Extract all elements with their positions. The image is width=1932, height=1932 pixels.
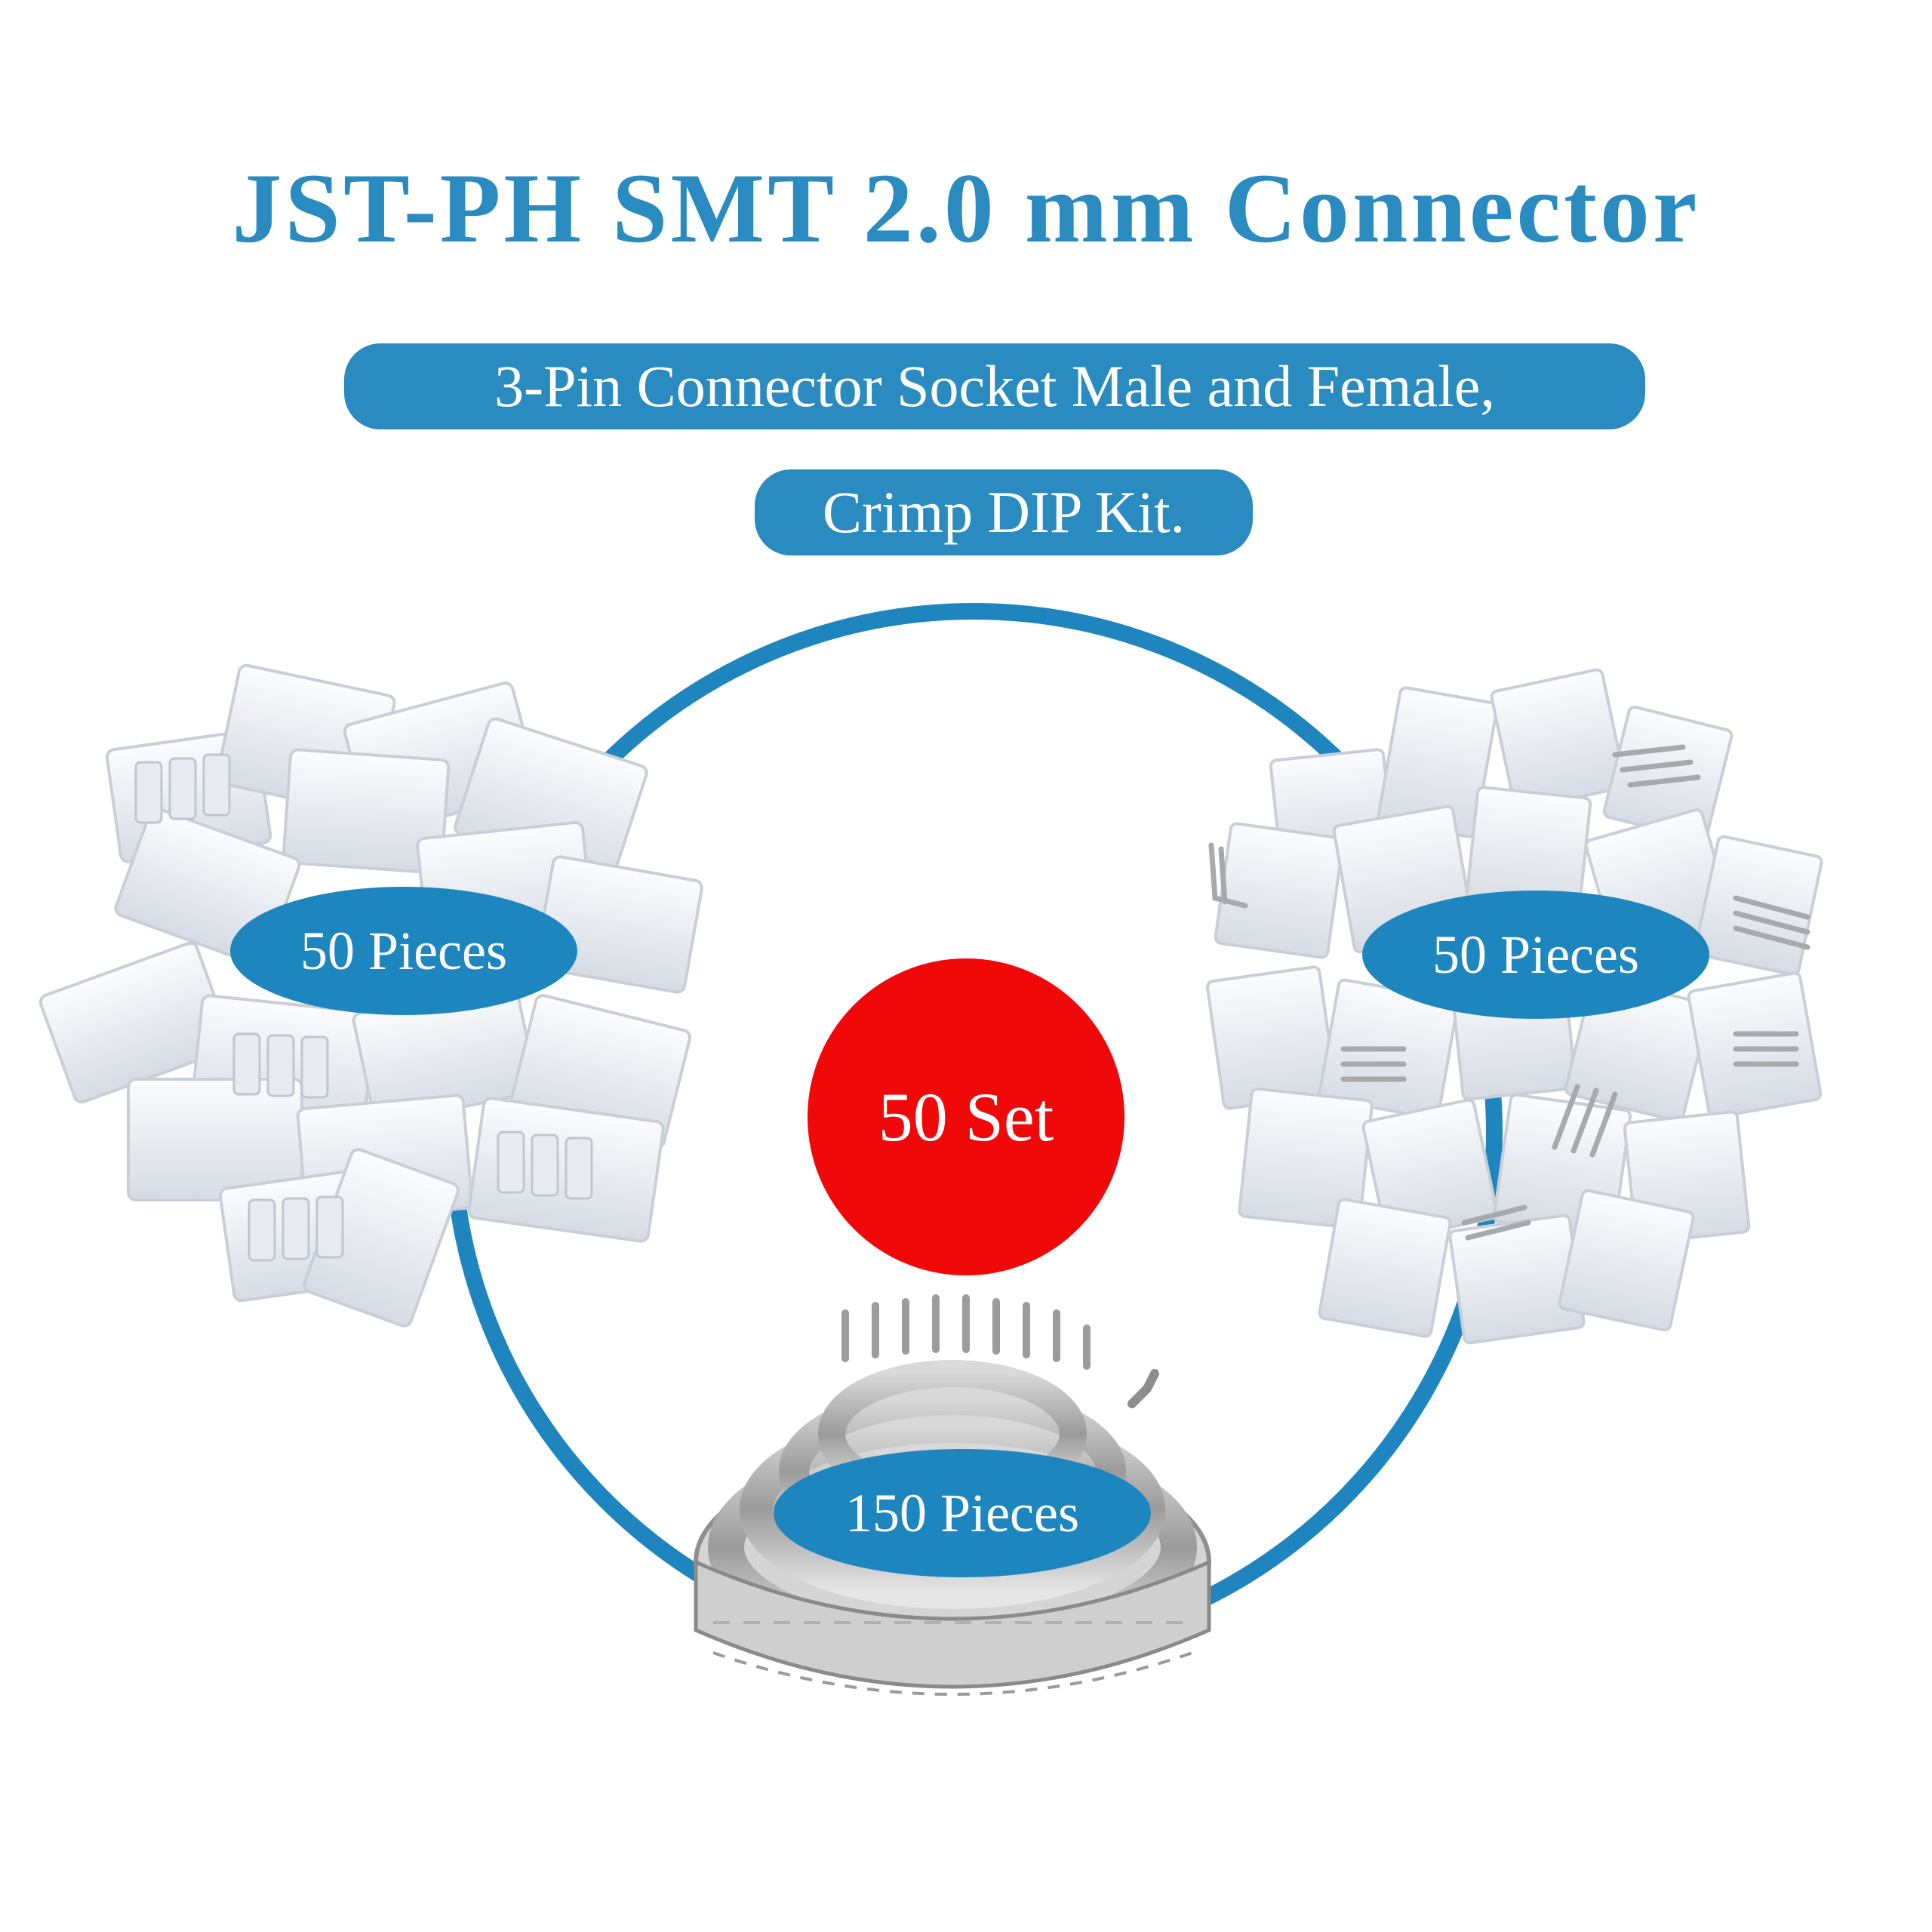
set-count-badge: 50 Set [808,958,1124,1275]
male-header-count-badge: 50 Pieces [1362,891,1709,1019]
male-header-pins [1208,744,1810,1241]
page-title: JST-PH SMT 2.0 mm Connector [232,152,1700,263]
female-housing-count-badge: 50 Pieces [230,887,577,1015]
subtitle-pill-2: Crimp DIP Kit. [755,469,1253,555]
male-header-pile [1205,668,1823,1345]
subtitle-pill-1: 3-Pin Connector Socket Male and Female, [344,343,1645,429]
female-housing-pile [38,663,703,1327]
crimp-terminal-count-badge: 150 Pieces [774,1449,1151,1577]
female-housing-slots [134,753,593,1262]
